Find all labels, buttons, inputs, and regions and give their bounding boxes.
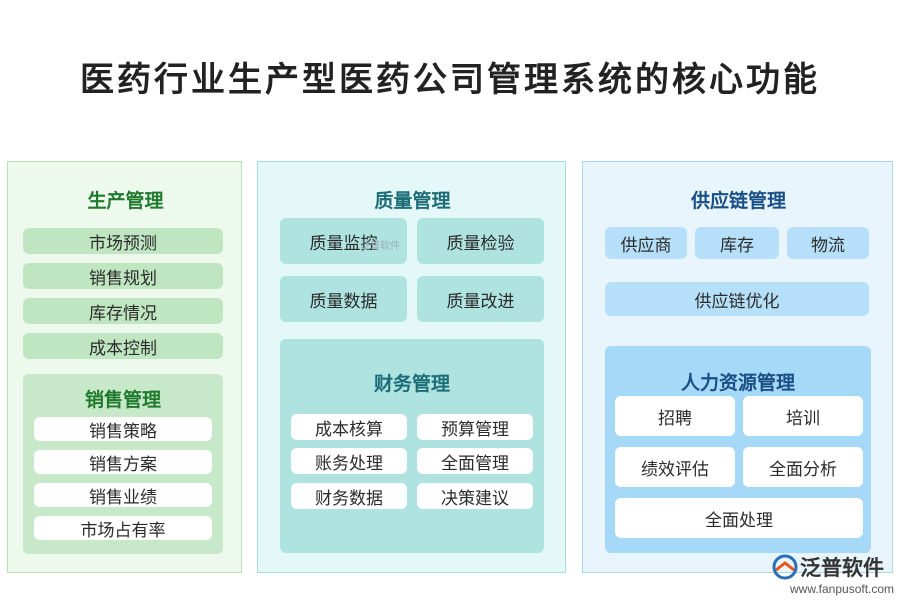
finance-item: 财务数据 (291, 483, 407, 509)
watermark-text: 泛普软件 (360, 241, 400, 252)
sales-item: 销售方案 (34, 450, 212, 475)
sales-item: 市场占有率 (34, 516, 212, 541)
brand-mark-icon (772, 554, 798, 580)
hr-item: 绩效评估 (615, 447, 735, 487)
brand-url: www.fanpusoft.com (790, 582, 895, 596)
sales-heading: 销售管理 (84, 389, 161, 411)
hr-subpanel: 人力资源管理 招聘 培训 绩效评估 全面分析 全面处理 (605, 346, 871, 553)
quality-item: 质量改进 (417, 276, 544, 322)
production-item: 市场预测 (23, 228, 223, 254)
quality-item: 质量监控 (280, 218, 407, 264)
brand-logo: 泛普软件 www.fanpusoft.com (772, 552, 896, 598)
quality-item: 质量检验 (417, 218, 544, 264)
hr-item: 全面处理 (615, 498, 863, 538)
finance-item: 账务处理 (291, 448, 407, 474)
supply-optimize: 供应链优化 (605, 282, 869, 316)
sales-subpanel: 销售管理 销售策略 销售方案 销售业绩 市场占有率 (23, 374, 223, 554)
sales-item: 销售策略 (34, 417, 212, 442)
page-title: 医药行业生产型医药公司管理系统的核心功能 (80, 60, 820, 100)
finance-item: 决策建议 (417, 483, 533, 509)
quality-heading: 质量管理 (374, 190, 451, 212)
hr-item: 培训 (743, 396, 863, 436)
production-heading: 生产管理 (87, 190, 164, 212)
production-panel: 生产管理 市场预测 销售规划 库存情况 成本控制 销售管理 销售策略 销售方案 … (7, 161, 242, 573)
production-item: 销售规划 (23, 263, 223, 289)
quality-panel: 质量管理 质量监控 质量检验 质量数据 质量改进 财务管理 成本核算 预算管理 … (257, 161, 566, 573)
finance-item: 全面管理 (417, 448, 533, 474)
supply-item: 供应商 (605, 227, 687, 259)
hr-item: 招聘 (615, 396, 735, 436)
supply-item: 物流 (787, 227, 869, 259)
hr-heading: 人力资源管理 (680, 372, 795, 394)
finance-item: 预算管理 (417, 414, 533, 440)
finance-subpanel: 财务管理 成本核算 预算管理 账务处理 全面管理 财务数据 决策建议 (280, 339, 544, 553)
finance-item: 成本核算 (291, 414, 407, 440)
hr-item: 全面分析 (743, 447, 863, 487)
quality-item: 质量数据 (280, 276, 407, 322)
production-item: 成本控制 (23, 333, 223, 359)
finance-heading: 财务管理 (373, 373, 450, 395)
brand-name: 泛普软件 (800, 556, 884, 580)
supply-heading: 供应链管理 (690, 190, 786, 212)
supply-panel: 供应链管理 供应商 库存 物流 供应链优化 人力资源管理 招聘 培训 绩效评估 … (582, 161, 893, 573)
supply-item: 库存 (695, 227, 779, 259)
sales-item: 销售业绩 (34, 483, 212, 508)
production-item: 库存情况 (23, 298, 223, 324)
